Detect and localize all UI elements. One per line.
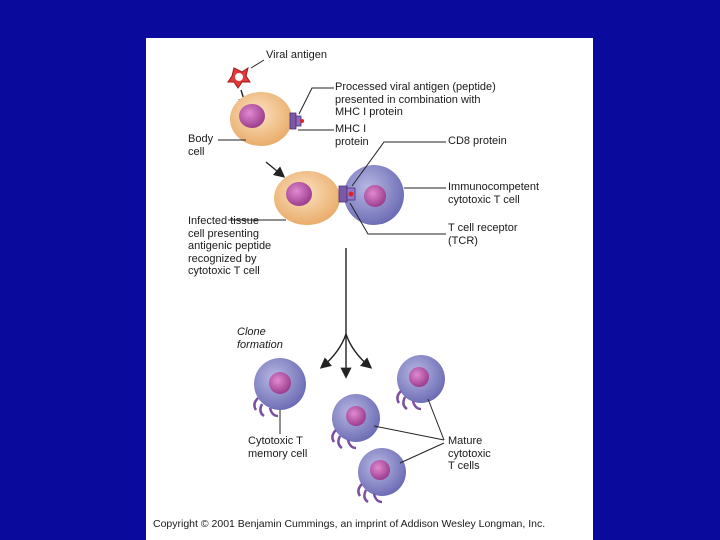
label-processed-antigen: Processed viral antigen (peptide) presen… — [335, 81, 496, 118]
mhc-tcr-complex-icon — [338, 185, 356, 203]
memory-t-cell — [253, 358, 306, 418]
label-mhc-protein: MHC I protein — [335, 123, 369, 148]
mature-t-cell-2 — [396, 355, 445, 411]
tcr-leader — [349, 202, 446, 235]
label-mature-cells: Mature cytotoxic T cells — [448, 435, 491, 472]
body-cell — [230, 92, 292, 146]
viral-antigen-icon — [227, 66, 251, 89]
mature-t-cell-1 — [331, 394, 380, 450]
immunocompetent-t-cell — [344, 165, 404, 225]
clone-formation-arrows — [319, 248, 373, 379]
processed-antigen-leader — [298, 87, 334, 115]
copyright-notice: Copyright © 2001 Benjamin Cummings, an i… — [153, 518, 546, 530]
label-body-cell: Body cell — [188, 133, 214, 158]
viral-antigen-leader — [250, 59, 265, 69]
label-viral-antigen: Viral antigen — [266, 49, 327, 61]
mature-t-cell-3 — [357, 448, 406, 504]
label-immunocompetent: Immunocompetent cytotoxic T cell — [448, 181, 540, 206]
diagram-illustration — [218, 59, 446, 504]
label-tcr: T cell receptor (TCR) — [448, 222, 518, 247]
infected-tissue-cell — [274, 171, 340, 225]
label-cd8: CD8 protein — [448, 135, 507, 147]
cd8-leader — [351, 141, 446, 187]
mhc-protein-icon — [289, 112, 304, 130]
mature-leaders — [373, 398, 445, 464]
label-infected-cell: Infected tissue cell presenting antigeni… — [188, 215, 272, 277]
label-clone-formation: Clone formation — [237, 326, 283, 351]
label-memory-cell: Cytotoxic T memory cell — [248, 435, 308, 460]
infection-arrow — [265, 161, 286, 178]
diagram-panel: Viral antigen Processed viral antigen (p… — [146, 38, 593, 540]
body-cell-nucleus — [239, 104, 265, 128]
